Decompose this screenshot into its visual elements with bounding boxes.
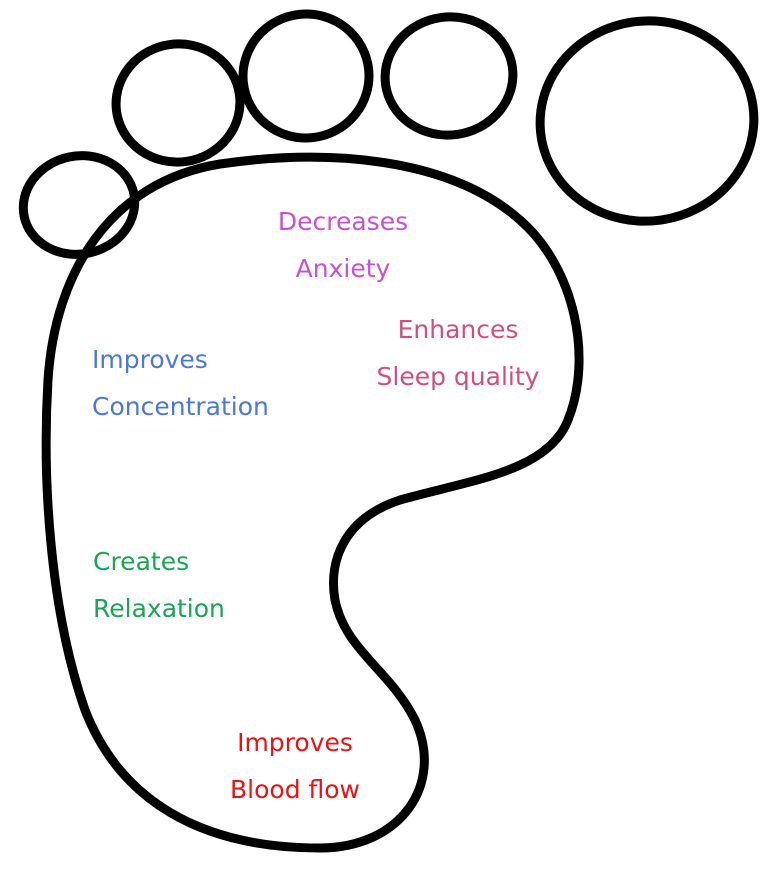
benefit-verb: Decreases — [277, 207, 409, 236]
middle-toe-icon — [238, 9, 374, 143]
benefit-object: Sleep quality — [376, 362, 540, 391]
benefit-creates-relaxation: Creates Relaxation — [93, 538, 225, 632]
benefit-object: Concentration — [92, 392, 269, 421]
benefit-object: Relaxation — [93, 594, 225, 623]
big-toe-icon — [535, 16, 759, 226]
benefit-improves-concentration: Improves Concentration — [92, 336, 269, 430]
benefit-verb: Improves — [237, 728, 353, 757]
benefit-verb: Enhances — [397, 315, 519, 344]
fourth-toe-icon — [111, 39, 245, 167]
benefit-object: Anxiety — [295, 254, 391, 283]
benefit-decreases-anxiety: Decreases Anxiety — [240, 198, 446, 292]
benefit-enhances-sleep: Enhances Sleep quality — [358, 306, 558, 400]
second-toe-icon — [380, 12, 518, 140]
benefit-verb: Creates — [93, 547, 190, 576]
benefit-improves-blood-flow: Improves Blood flow — [210, 719, 380, 813]
benefit-object: Blood flow — [230, 775, 360, 804]
sole-outline — [41, 152, 584, 853]
benefit-verb: Improves — [92, 345, 208, 374]
